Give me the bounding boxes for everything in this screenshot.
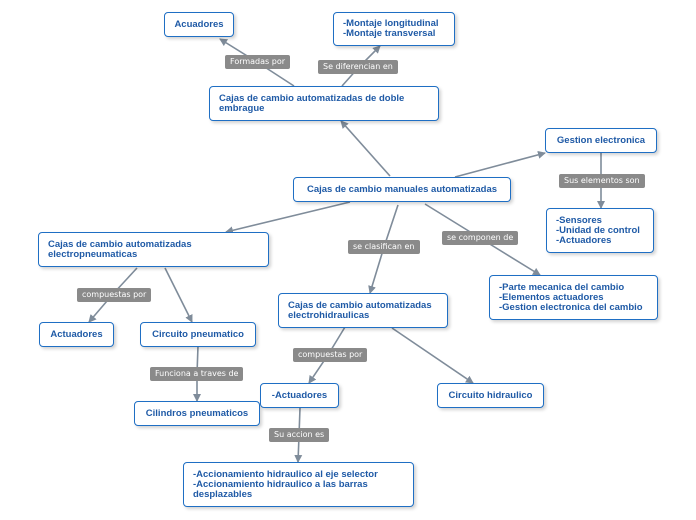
label-se-diferencian-en: Se diferencian en: [318, 60, 398, 74]
node-circuito-pneumatico[interactable]: Circuito pneumatico: [140, 322, 256, 347]
label-compuestas-por-mid: compuestas por: [293, 348, 368, 362]
node-actuadores-left[interactable]: Actuadores: [39, 322, 114, 347]
label-funciona-a-traves-de: Funciona a traves de: [150, 367, 244, 381]
node-sensores[interactable]: -Sensores -Unidad de control -Actuadores: [546, 208, 654, 253]
link-central-to-doble-embrague: [340, 120, 391, 177]
node-central-cajas-manuales-automatizadas[interactable]: Cajas de cambio manuales automatizadas: [293, 177, 511, 202]
node-montaje[interactable]: -Montaje longitudinal -Montaje transvers…: [333, 12, 455, 46]
node-gestion-electronica[interactable]: Gestion electronica: [545, 128, 657, 153]
node-doble-embrague[interactable]: Cajas de cambio automatizadas de doble e…: [209, 86, 439, 121]
label-compuestas-por-left: compuestas por: [77, 288, 152, 302]
node-electrohidraulicas[interactable]: Cajas de cambio automatizadas electrohid…: [278, 293, 448, 328]
link-electrohidraulicas-to-circuito-hidraulico: [391, 327, 474, 384]
link-electroneumaticas-to-circuito-pneumatico: [164, 267, 193, 323]
node-actuadores-mid[interactable]: -Actuadores: [260, 383, 339, 408]
node-accionamiento[interactable]: -Accionamiento hidraulico al eje selecto…: [183, 462, 414, 507]
label-se-componen-de: se componen de: [442, 231, 519, 245]
link-central-to-gestion: [454, 150, 546, 178]
node-cilindros-pneumaticos[interactable]: Cilindros pneumaticos: [134, 401, 260, 426]
node-circuito-hidraulico[interactable]: Circuito hidraulico: [437, 383, 544, 408]
label-se-clasifican-en: se clasifican en: [348, 240, 420, 254]
label-formadas-por: Formadas por: [225, 55, 291, 69]
label-sus-elementos-son: Sus elementos son: [559, 174, 645, 188]
node-acuadores[interactable]: Acuadores: [164, 12, 234, 37]
link-central-to-electroneumaticas: [225, 201, 351, 235]
node-electroneumaticas[interactable]: Cajas de cambio automatizadas electropne…: [38, 232, 269, 267]
node-parte-mecanica[interactable]: -Parte mecanica del cambio -Elementos ac…: [489, 275, 658, 320]
label-su-accion-es: Su accion es: [269, 428, 330, 442]
